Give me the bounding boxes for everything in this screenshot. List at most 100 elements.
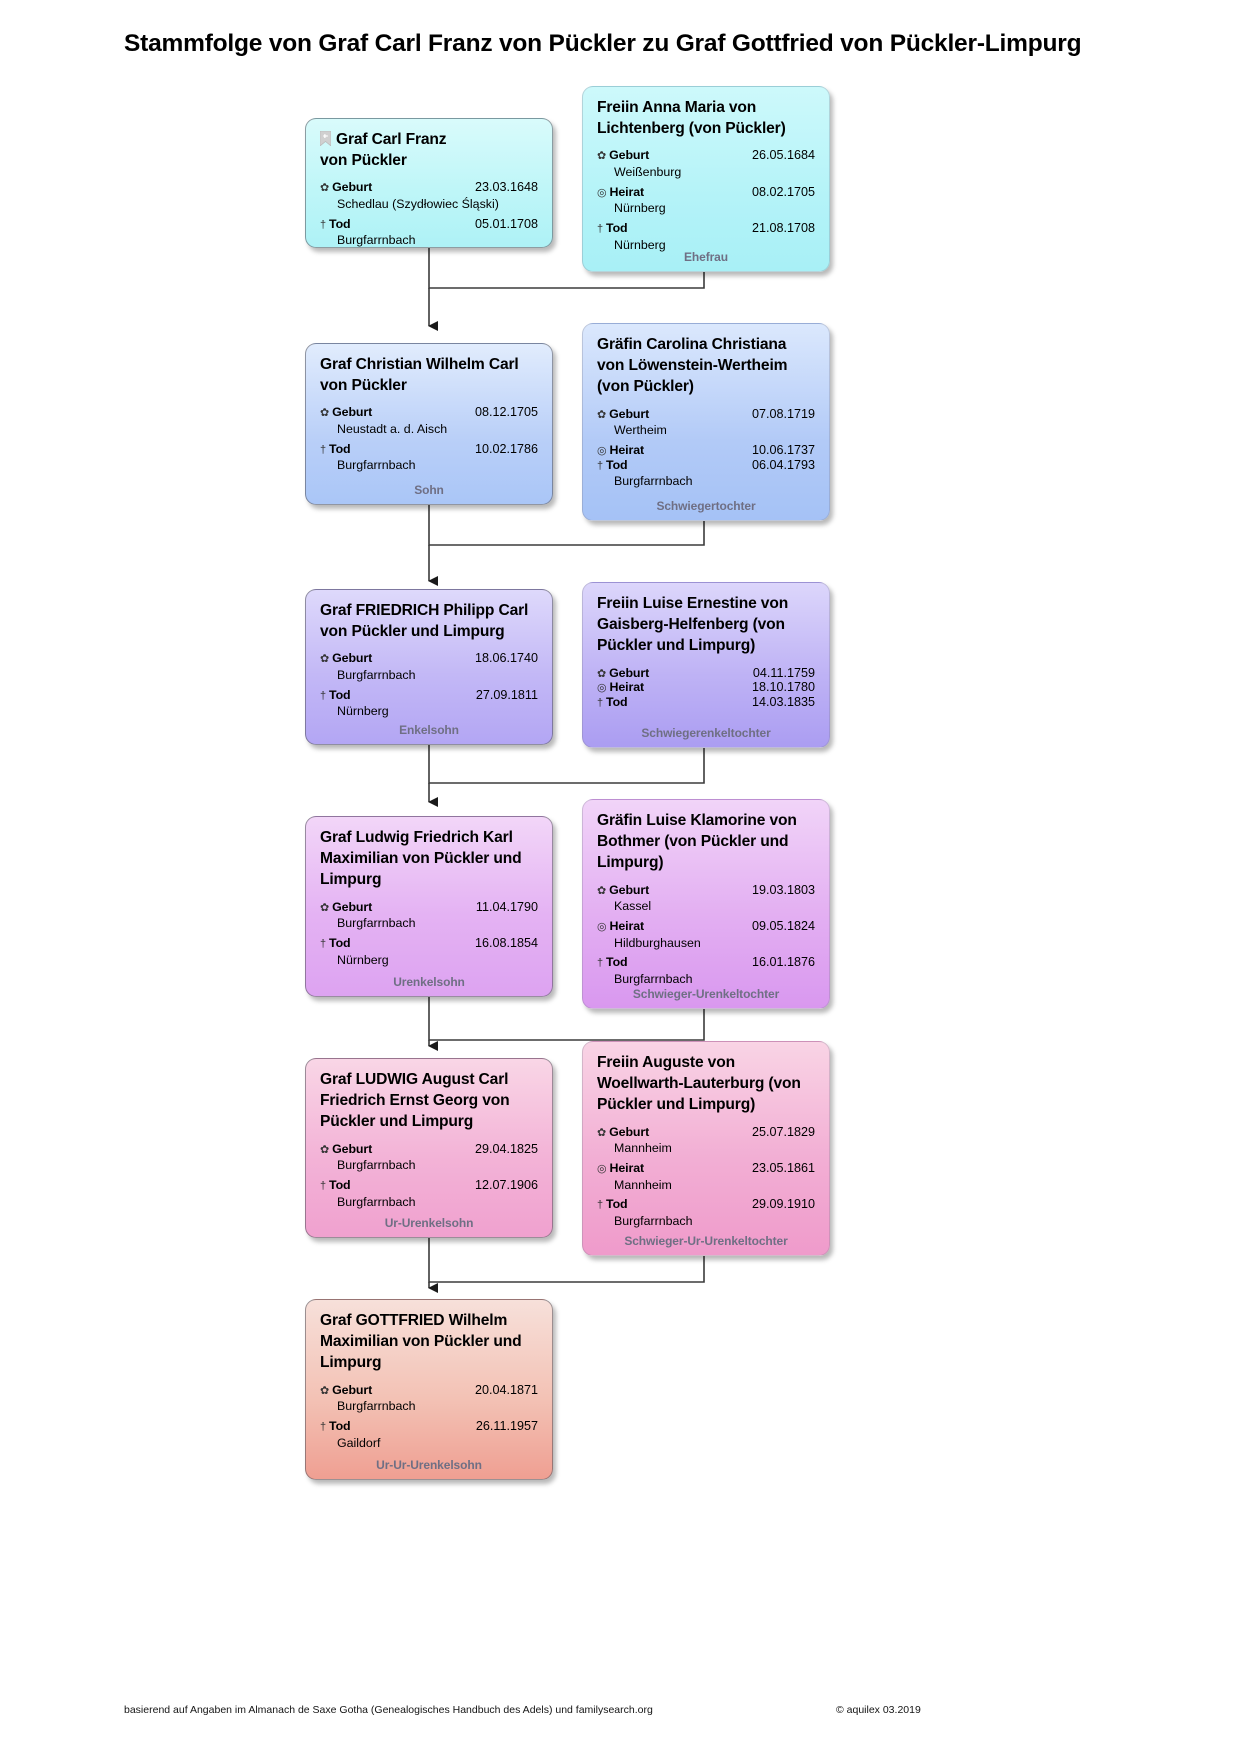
marriage-row: ◎Heirat 10.06.1737 — [597, 443, 815, 458]
birth-date: 11.04.1790 — [475, 899, 538, 914]
birth-row: ✿Geburt 23.03.1648 — [320, 180, 538, 195]
birth-place: Burgfarrnbach — [337, 916, 416, 931]
marriage-label: Heirat — [609, 184, 645, 199]
death-date: 29.09.1910 — [751, 1197, 815, 1212]
death-icon: † — [320, 937, 327, 950]
death-label: Tod — [329, 935, 351, 950]
death-place: Burgfarrnbach — [614, 474, 693, 489]
marriage-icon: ◎ — [597, 444, 607, 457]
marriage-date: 23.05.1861 — [751, 1160, 815, 1175]
marriage-label: Heirat — [609, 918, 645, 933]
death-row: †Tod 10.02.1786 — [320, 442, 538, 457]
death-icon: † — [597, 1199, 604, 1212]
marriage-icon: ◎ — [597, 186, 607, 199]
birth-icon: ✿ — [320, 407, 330, 420]
birth-row: ✿Geburt 29.04.1825 — [320, 1142, 538, 1157]
death-place: Burgfarrnbach — [614, 971, 693, 986]
death-row: †Tod 27.09.1811 — [320, 688, 538, 703]
birth-icon: ✿ — [320, 1384, 330, 1397]
death-label: Tod — [329, 687, 351, 702]
birth-place: Schedlau (Szydłowiec Śląski) — [337, 197, 499, 212]
death-date: 16.01.1876 — [751, 955, 815, 970]
relation-label: Schwiegertochter — [656, 499, 756, 513]
birth-row: ✿Geburt 04.11.1759 — [597, 666, 815, 681]
death-place: Nürnberg — [337, 952, 389, 967]
death-label: Tod — [329, 216, 351, 231]
death-row: †Tod 12.07.1906 — [320, 1178, 538, 1193]
death-place: Burgfarrnbach — [614, 1213, 693, 1228]
marriage-label: Heirat — [609, 442, 645, 457]
birth-place: Kassel — [614, 899, 652, 914]
death-icon: † — [320, 689, 327, 702]
birth-place: Neustadt a. d. Aisch — [337, 422, 448, 437]
marriage-row: ◎Heirat 23.05.1861 — [597, 1161, 815, 1176]
birth-label: Geburt — [609, 665, 650, 680]
death-row: †Tod 16.01.1876 — [597, 955, 815, 970]
death-date: 06.04.1793 — [751, 457, 815, 472]
birth-label: Geburt — [332, 180, 373, 195]
death-label: Tod — [606, 220, 628, 235]
birth-icon: ✿ — [320, 182, 330, 195]
death-date: 21.08.1708 — [751, 220, 815, 235]
birth-date: 23.03.1648 — [474, 180, 538, 195]
death-label: Tod — [329, 441, 351, 456]
birth-label: Geburt — [332, 651, 373, 666]
death-icon: † — [320, 443, 327, 456]
death-date: 12.07.1906 — [474, 1177, 538, 1192]
bookmark-icon — [320, 131, 331, 146]
birth-place: Weißenburg — [614, 165, 682, 180]
marriage-label: Heirat — [609, 680, 645, 695]
birth-date: 26.05.1684 — [751, 148, 815, 163]
death-place: Nürnberg — [337, 704, 389, 719]
death-date: 16.08.1854 — [474, 935, 538, 950]
death-label: Tod — [606, 1197, 628, 1212]
death-icon: † — [320, 1420, 327, 1433]
marriage-date: 08.02.1705 — [751, 184, 815, 199]
birth-date: 04.11.1759 — [752, 665, 815, 680]
death-label: Tod — [606, 694, 628, 709]
marriage-place: Mannheim — [614, 1177, 672, 1192]
death-label: Tod — [329, 1177, 351, 1192]
birth-icon: ✿ — [320, 901, 330, 914]
marriage-icon: ◎ — [597, 682, 607, 695]
birth-row: ✿Geburt 11.04.1790 — [320, 900, 538, 915]
birth-place: Mannheim — [614, 1141, 672, 1156]
death-place: Burgfarrnbach — [337, 1194, 416, 1209]
death-label: Tod — [606, 955, 628, 970]
birth-icon: ✿ — [597, 667, 607, 680]
birth-label: Geburt — [609, 148, 650, 163]
death-date: 14.03.1835 — [751, 694, 815, 709]
relation-label: Ur-Ur-Urenkelsohn — [376, 1458, 482, 1472]
death-row: †Tod 16.08.1854 — [320, 936, 538, 951]
birth-label: Geburt — [609, 406, 650, 421]
birth-row: ✿Geburt 19.03.1803 — [597, 883, 815, 898]
birth-place: Burgfarrnbach — [337, 668, 416, 683]
birth-label: Geburt — [609, 882, 650, 897]
death-icon: † — [597, 696, 604, 709]
marriage-row: ◎Heirat 09.05.1824 — [597, 919, 815, 934]
death-icon: † — [320, 1179, 327, 1192]
birth-date: 19.03.1803 — [751, 882, 815, 897]
birth-place: Burgfarrnbach — [337, 1158, 416, 1173]
